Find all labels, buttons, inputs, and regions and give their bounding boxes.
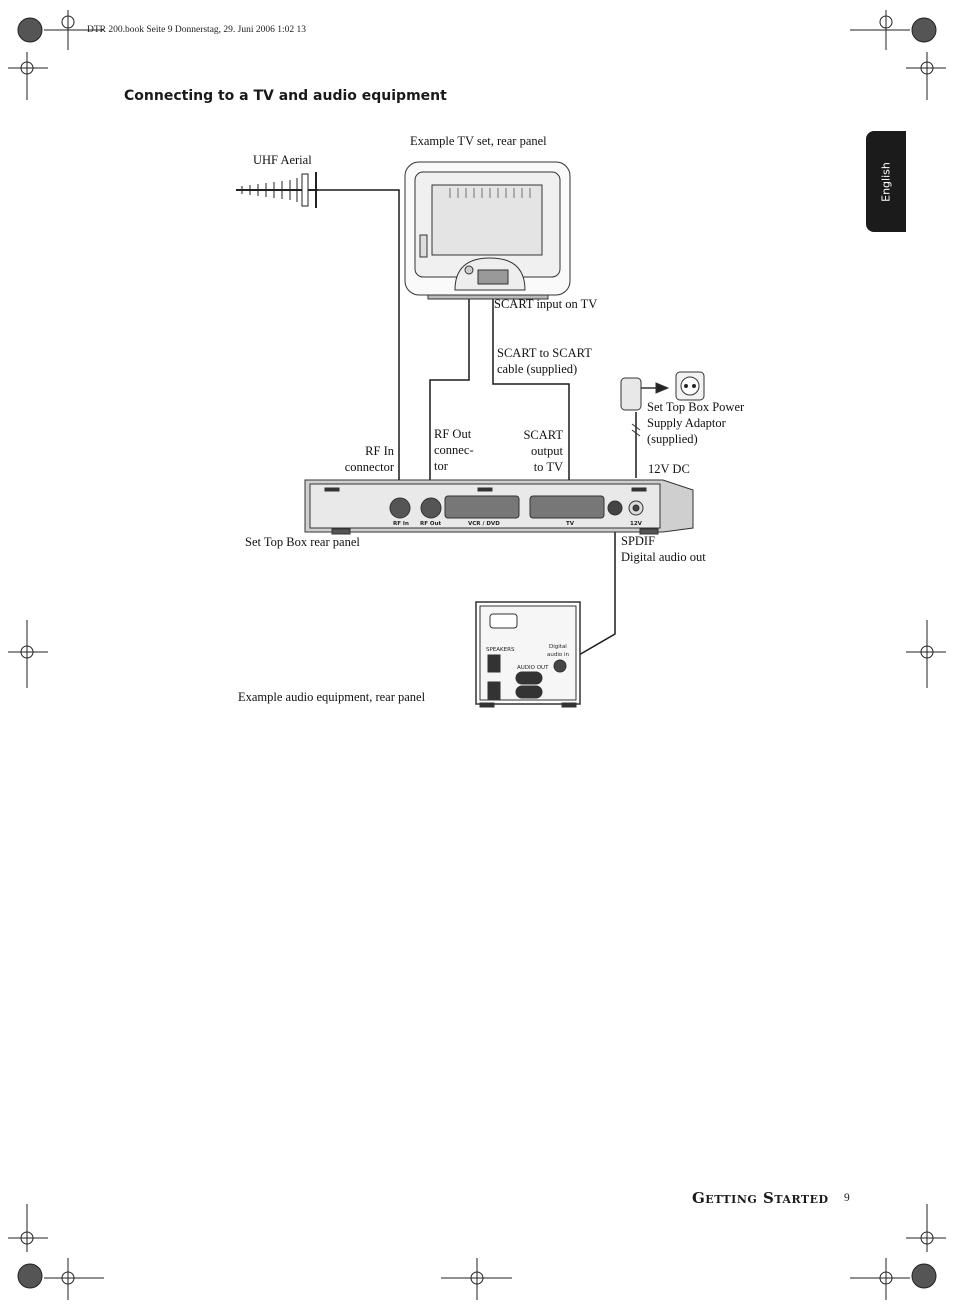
section-title: Connecting to a TV and audio equipment — [124, 88, 447, 104]
scart-cable — [492, 290, 570, 497]
audio-label-digital: Digital — [549, 644, 567, 650]
label-audio-example: Example audio equipment, rear panel — [238, 690, 426, 704]
scart-vcr-dvd-socket — [444, 495, 520, 519]
label-stb-rear-panel: Set Top Box rear panel — [245, 535, 360, 549]
label-spdif: SPDIF Digital audio out — [621, 534, 706, 564]
label-rf-in: RF In connector — [344, 444, 394, 474]
registration-mark-top-left — [8, 10, 104, 100]
stb-label-rf-in: RF In — [393, 521, 409, 527]
registration-mark-bottom-center — [441, 1258, 512, 1300]
print-header: DTR 200.book Seite 9 Donnerstag, 29. Jun… — [87, 25, 307, 35]
stb-label-vcr-dvd: VCR / DVD — [468, 521, 500, 527]
registration-mark-top-right — [850, 10, 946, 100]
uhf-aerial-icon — [236, 172, 318, 208]
registration-mark-mid-right — [906, 620, 946, 688]
rf-out-cable — [429, 290, 470, 500]
label-scart-cable: SCART to SCART cable (supplied) — [497, 346, 592, 376]
stb-label-rf-out: RF Out — [420, 521, 441, 527]
stb-label-12v: 12V — [630, 521, 643, 527]
label-scart-output: SCART output to TV — [523, 428, 563, 474]
audio-label-audio-in: audio in — [547, 652, 570, 658]
tv-rear-panel-icon — [404, 161, 571, 300]
audio-label-speakers: SPEAKERS — [486, 647, 515, 653]
power-adaptor-icon — [620, 371, 705, 437]
language-tab: English — [866, 131, 906, 232]
audio-label-audio-out: AUDIO OUT — [517, 665, 549, 671]
aerial-cable — [318, 189, 400, 500]
audio-equipment-rear-panel-icon — [475, 601, 581, 708]
page-number: 9 — [844, 1192, 850, 1204]
label-uhf-aerial: UHF Aerial — [253, 153, 312, 167]
set-top-box-rear-panel-icon — [304, 479, 694, 535]
language-tab-label: English — [879, 161, 893, 202]
label-tv-example: Example TV set, rear panel — [410, 134, 547, 148]
stb-label-tv: TV — [566, 521, 575, 527]
digital-audio-in-jack — [553, 659, 567, 673]
label-12v-dc: 12V DC — [648, 462, 690, 476]
registration-mark-mid-left — [8, 620, 48, 688]
rf-out-jack — [420, 497, 442, 519]
label-rf-out: RF Out connec- tor — [434, 427, 474, 473]
spdif-jack — [607, 500, 623, 516]
registration-mark-bottom-right — [850, 1204, 946, 1300]
rf-in-jack — [389, 497, 411, 519]
scart-tv-socket — [529, 495, 605, 519]
label-power-adaptor: Set Top Box Power Supply Adaptor (suppli… — [647, 400, 745, 446]
footer-section-title: Getting Started — [692, 1189, 829, 1207]
label-scart-input: SCART input on TV — [494, 297, 598, 311]
registration-mark-bottom-left — [8, 1204, 104, 1300]
